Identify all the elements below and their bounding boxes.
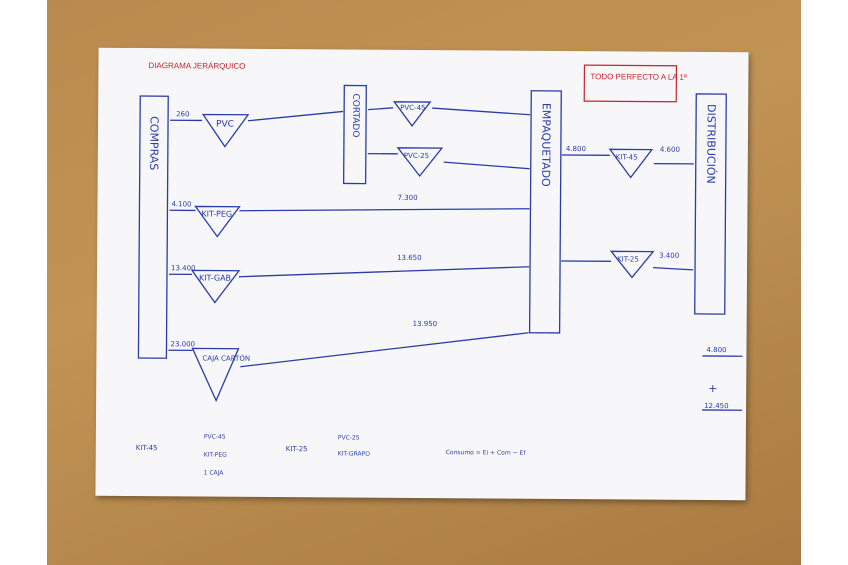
- kit25-note: KIT-25: [286, 445, 308, 453]
- arrow: [432, 107, 531, 116]
- number-4800-right: 4.800: [706, 346, 726, 354]
- distribucion-label: DISTRIBUCIÓN: [704, 104, 718, 184]
- triangle-kit25: [609, 250, 655, 279]
- red-note-box: [583, 64, 678, 103]
- number-13950: 13.950: [413, 320, 438, 328]
- pvc45-label: PVC-45: [400, 104, 425, 112]
- arrow: [653, 266, 694, 271]
- arrow: [368, 107, 394, 111]
- kit45-label: KIT-45: [616, 153, 638, 161]
- pvc25-label: PVC-25: [404, 152, 429, 160]
- triangle-kit-peg: [194, 205, 241, 238]
- compras-box: [137, 95, 169, 359]
- compras-label: COMPRAS: [147, 116, 160, 170]
- caja-note: 1 CAJA: [204, 469, 225, 476]
- plus-sign: +: [708, 382, 717, 395]
- arrow: [238, 266, 530, 278]
- number-7300: 7.300: [398, 194, 418, 202]
- kit-peg-label: KIT-PEG: [201, 209, 232, 218]
- arrow: [239, 208, 530, 212]
- kit-peg-note: KIT-PEG: [204, 451, 227, 458]
- distribucion-box: [694, 93, 727, 315]
- red-box-note-line: TODO PERFECTO A LA 1ª: [590, 72, 687, 82]
- kit25-label: KIT-25: [617, 255, 639, 263]
- number-13650: 13.650: [397, 254, 422, 262]
- caja-label: CAJA CARTÓN: [202, 353, 250, 362]
- photo-background: DIAGRAMA JERÁRQUICO TODO PERFECTO A LA 1…: [47, 0, 801, 565]
- arrow: [443, 161, 530, 170]
- pvc-label: PVC: [216, 120, 234, 130]
- number-12450: 12.450: [704, 402, 729, 410]
- empaquetado-label: EMPAQUETADO: [539, 103, 553, 187]
- triangle-pvc25: [396, 147, 444, 178]
- number-260: 260: [176, 110, 189, 118]
- number-4100: 4.100: [171, 200, 191, 208]
- cortado-box: [342, 84, 367, 185]
- kit-grapo-note: KIT-GRAPO: [338, 450, 371, 457]
- empaquetado-box: [528, 90, 562, 334]
- triangle-kit45: [608, 148, 654, 179]
- arrow: [248, 110, 344, 122]
- number-4800: 4.800: [566, 145, 586, 153]
- pvc25-note: PVC-25: [338, 434, 360, 441]
- paper-sheet: DIAGRAMA JERÁRQUICO TODO PERFECTO A LA 1…: [95, 47, 749, 501]
- triangle-caja: [191, 347, 240, 403]
- pvc45-note: PVC-45: [204, 433, 226, 440]
- formula-note: Consumo = Ei + Com − Ef: [446, 449, 527, 457]
- triangle-pvc: [201, 113, 250, 148]
- number-23000: 23.000: [170, 340, 195, 348]
- kit45-note: KIT-45: [136, 444, 158, 452]
- arrow: [240, 332, 529, 368]
- number-4600: 4.600: [660, 146, 680, 154]
- cortado-label: CORTADO: [350, 93, 360, 137]
- triangle-kit-gab: [190, 269, 241, 304]
- number-13400: 13.400: [171, 264, 196, 272]
- triangle-pvc45: [392, 101, 432, 128]
- header-note: DIAGRAMA JERÁRQUICO: [148, 61, 245, 71]
- number-3400: 3.400: [659, 252, 679, 260]
- kit-gab-label: KIT-GAB: [199, 273, 231, 282]
- hand-drawn-diagram: DIAGRAMA JERÁRQUICO TODO PERFECTO A LA 1…: [136, 61, 743, 477]
